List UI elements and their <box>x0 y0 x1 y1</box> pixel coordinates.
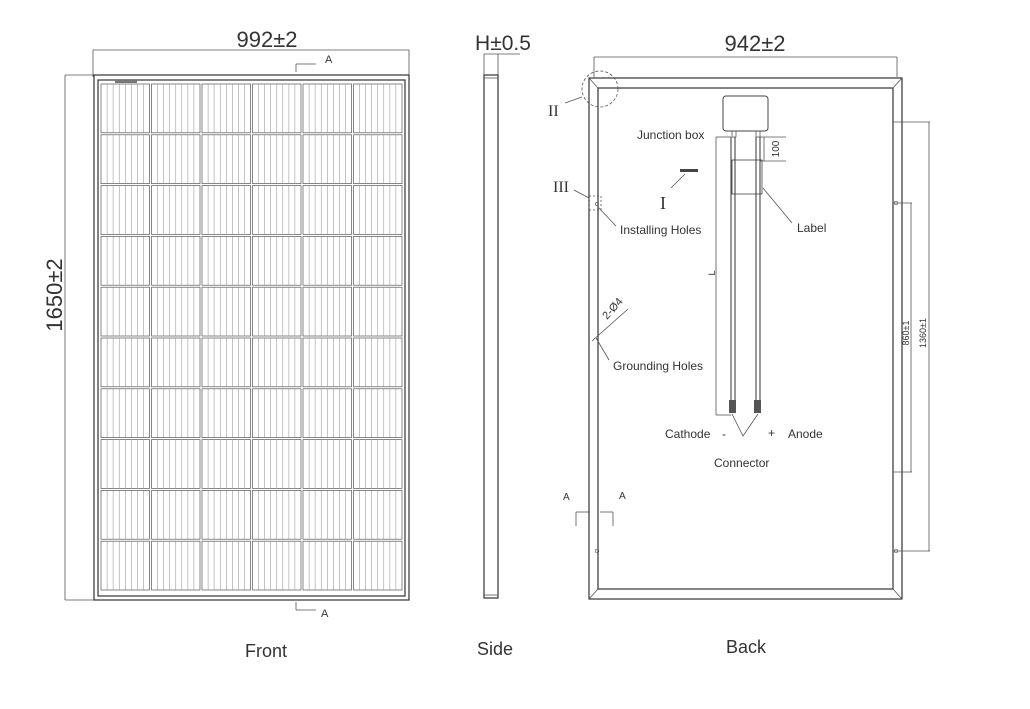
back-outer-frame <box>588 77 903 600</box>
junction-box <box>722 95 769 132</box>
grounding-holes-label: Grounding Holes <box>613 359 703 373</box>
connector-positive <box>754 400 761 413</box>
detail-ii-circle <box>581 70 619 108</box>
side-view: H±0.5 Side <box>475 32 531 659</box>
dim-860-label: 860±1 <box>901 321 911 346</box>
dim-1360-label: 1360±1 <box>918 318 928 348</box>
front-top-bar <box>115 80 137 83</box>
side-thickness-dim: H±0.5 <box>475 32 531 55</box>
junction-box-label: Junction box <box>637 128 704 142</box>
connector-label: Connector <box>714 456 769 470</box>
detail-iii-box <box>588 195 602 211</box>
front-height-dim: 1650±2 <box>42 258 67 331</box>
dim-L-label: L <box>707 270 717 275</box>
minus-sign: - <box>722 427 726 441</box>
back-view: 942±2 II III Installing Holes I 2-Ø4 Gro… <box>548 31 930 657</box>
front-caption: Front <box>245 641 287 661</box>
back-inner-frame <box>597 87 894 590</box>
connector-negative <box>729 400 736 413</box>
detail-i-label: I <box>660 193 666 213</box>
front-section-label-bottom: A <box>321 608 329 620</box>
section-label-left: A <box>563 492 570 503</box>
section-label-right: A <box>619 491 626 502</box>
detail-i-marker <box>680 169 698 172</box>
installing-hole-left <box>595 202 599 206</box>
connector-leader <box>731 413 759 437</box>
anode-label: Anode <box>788 427 823 441</box>
cathode-label: Cathode <box>665 427 711 441</box>
detail-ii-label: II <box>548 103 559 120</box>
back-caption: Back <box>726 637 767 657</box>
front-cell-grid <box>100 83 403 591</box>
label-callout: Label <box>797 221 826 235</box>
installing-holes-label: Installing Holes <box>620 223 701 237</box>
back-width-dim: 942±2 <box>724 31 785 56</box>
label-plate <box>731 159 763 195</box>
front-outer-frame <box>93 74 410 601</box>
side-profile <box>483 74 499 599</box>
dim-100-label: 100 <box>771 140 782 157</box>
detail-iii-label: III <box>553 179 569 196</box>
front-section-label-top: A <box>325 54 333 66</box>
hole-spec-label: 2-Ø4 <box>600 296 625 322</box>
mounting-hole-left-lower <box>594 548 600 554</box>
plus-sign: + <box>768 426 775 440</box>
front-view: 992±2 1650±2 A A Front <box>42 27 410 661</box>
side-caption: Side <box>477 639 513 659</box>
front-width-dim: 992±2 <box>236 27 297 52</box>
front-inner-frame <box>97 79 406 597</box>
